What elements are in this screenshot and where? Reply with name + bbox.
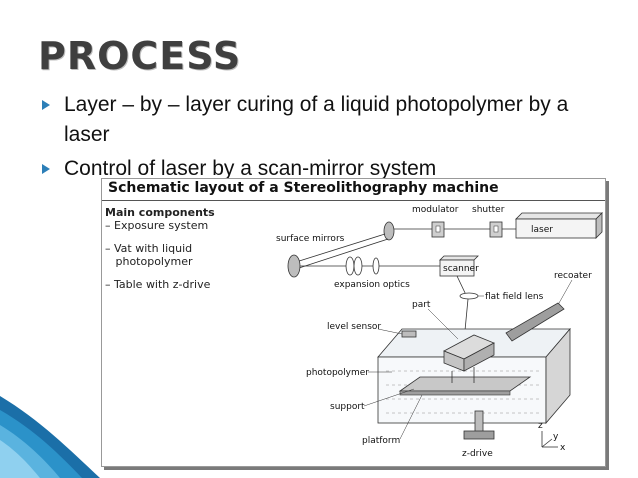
recoater-label: recoater <box>554 271 592 281</box>
page-title: PROCESS <box>38 34 242 78</box>
stereolithography-figure: Schematic layout of a Stereolithography … <box>101 178 606 467</box>
z-drive-label: z-drive <box>462 449 493 459</box>
expansion-optics: expansion optics <box>334 256 410 290</box>
bullet-text: Layer – by – layer curing of a liquid ph… <box>64 93 569 146</box>
scanner: scanner <box>439 255 479 277</box>
figure-title: Schematic layout of a Stereolithography … <box>108 180 499 196</box>
bullet-arrow-icon <box>42 100 50 110</box>
component-item: – Table with z-drive <box>105 278 211 291</box>
laser-label: laser <box>531 225 553 235</box>
z-drive: z-drive <box>462 410 495 459</box>
component-item: – Exposure system <box>105 219 209 232</box>
scanner-label: scanner <box>443 264 479 274</box>
surface-mirrors-label: surface mirrors <box>276 234 345 244</box>
shutter-label: shutter <box>472 205 505 215</box>
part-label: part <box>412 300 431 310</box>
figure-divider <box>102 200 605 201</box>
photopolymer-label: photopolymer <box>306 368 369 378</box>
modulator: modulator <box>412 205 459 238</box>
level-sensor-label: level sensor <box>327 322 381 332</box>
axis-x-label: x <box>560 443 566 453</box>
expansion-optics-label: expansion optics <box>334 280 410 290</box>
components-list: Main components – Exposure system – Vat … <box>105 206 255 291</box>
components-heading: Main components <box>105 206 215 219</box>
laser-unit: laser <box>515 212 603 239</box>
surface-mirror-lower <box>287 254 301 278</box>
bullet-item: Layer – by – layer curing of a liquid ph… <box>42 90 602 150</box>
flat-field-lens-label: flat field lens <box>485 292 544 302</box>
part <box>443 334 495 372</box>
shutter: shutter <box>472 205 505 238</box>
level-sensor <box>401 330 417 338</box>
axis-y-label: y <box>553 432 559 442</box>
support-label: support <box>330 402 365 412</box>
component-item: – Vat with liquid photopolymer <box>105 242 193 268</box>
bullet-arrow-icon <box>42 164 50 174</box>
recoater-blade <box>505 302 565 342</box>
platform-label: platform <box>362 436 400 446</box>
machine-schematic: laser modulator shutter surface mirrors <box>276 205 603 459</box>
surface-mirror-upper <box>383 221 395 241</box>
axis-z-label: z <box>538 421 543 431</box>
modulator-label: modulator <box>412 205 459 215</box>
bullet-text: Control of laser by a scan-mirror system <box>64 157 437 180</box>
bullet-list: Layer – by – layer curing of a liquid ph… <box>42 90 602 188</box>
axes-indicator: z y x <box>538 421 566 453</box>
bullet-item: Control of laser by a scan-mirror system <box>42 154 602 184</box>
flat-field-lens <box>459 292 479 300</box>
platform <box>398 376 532 392</box>
